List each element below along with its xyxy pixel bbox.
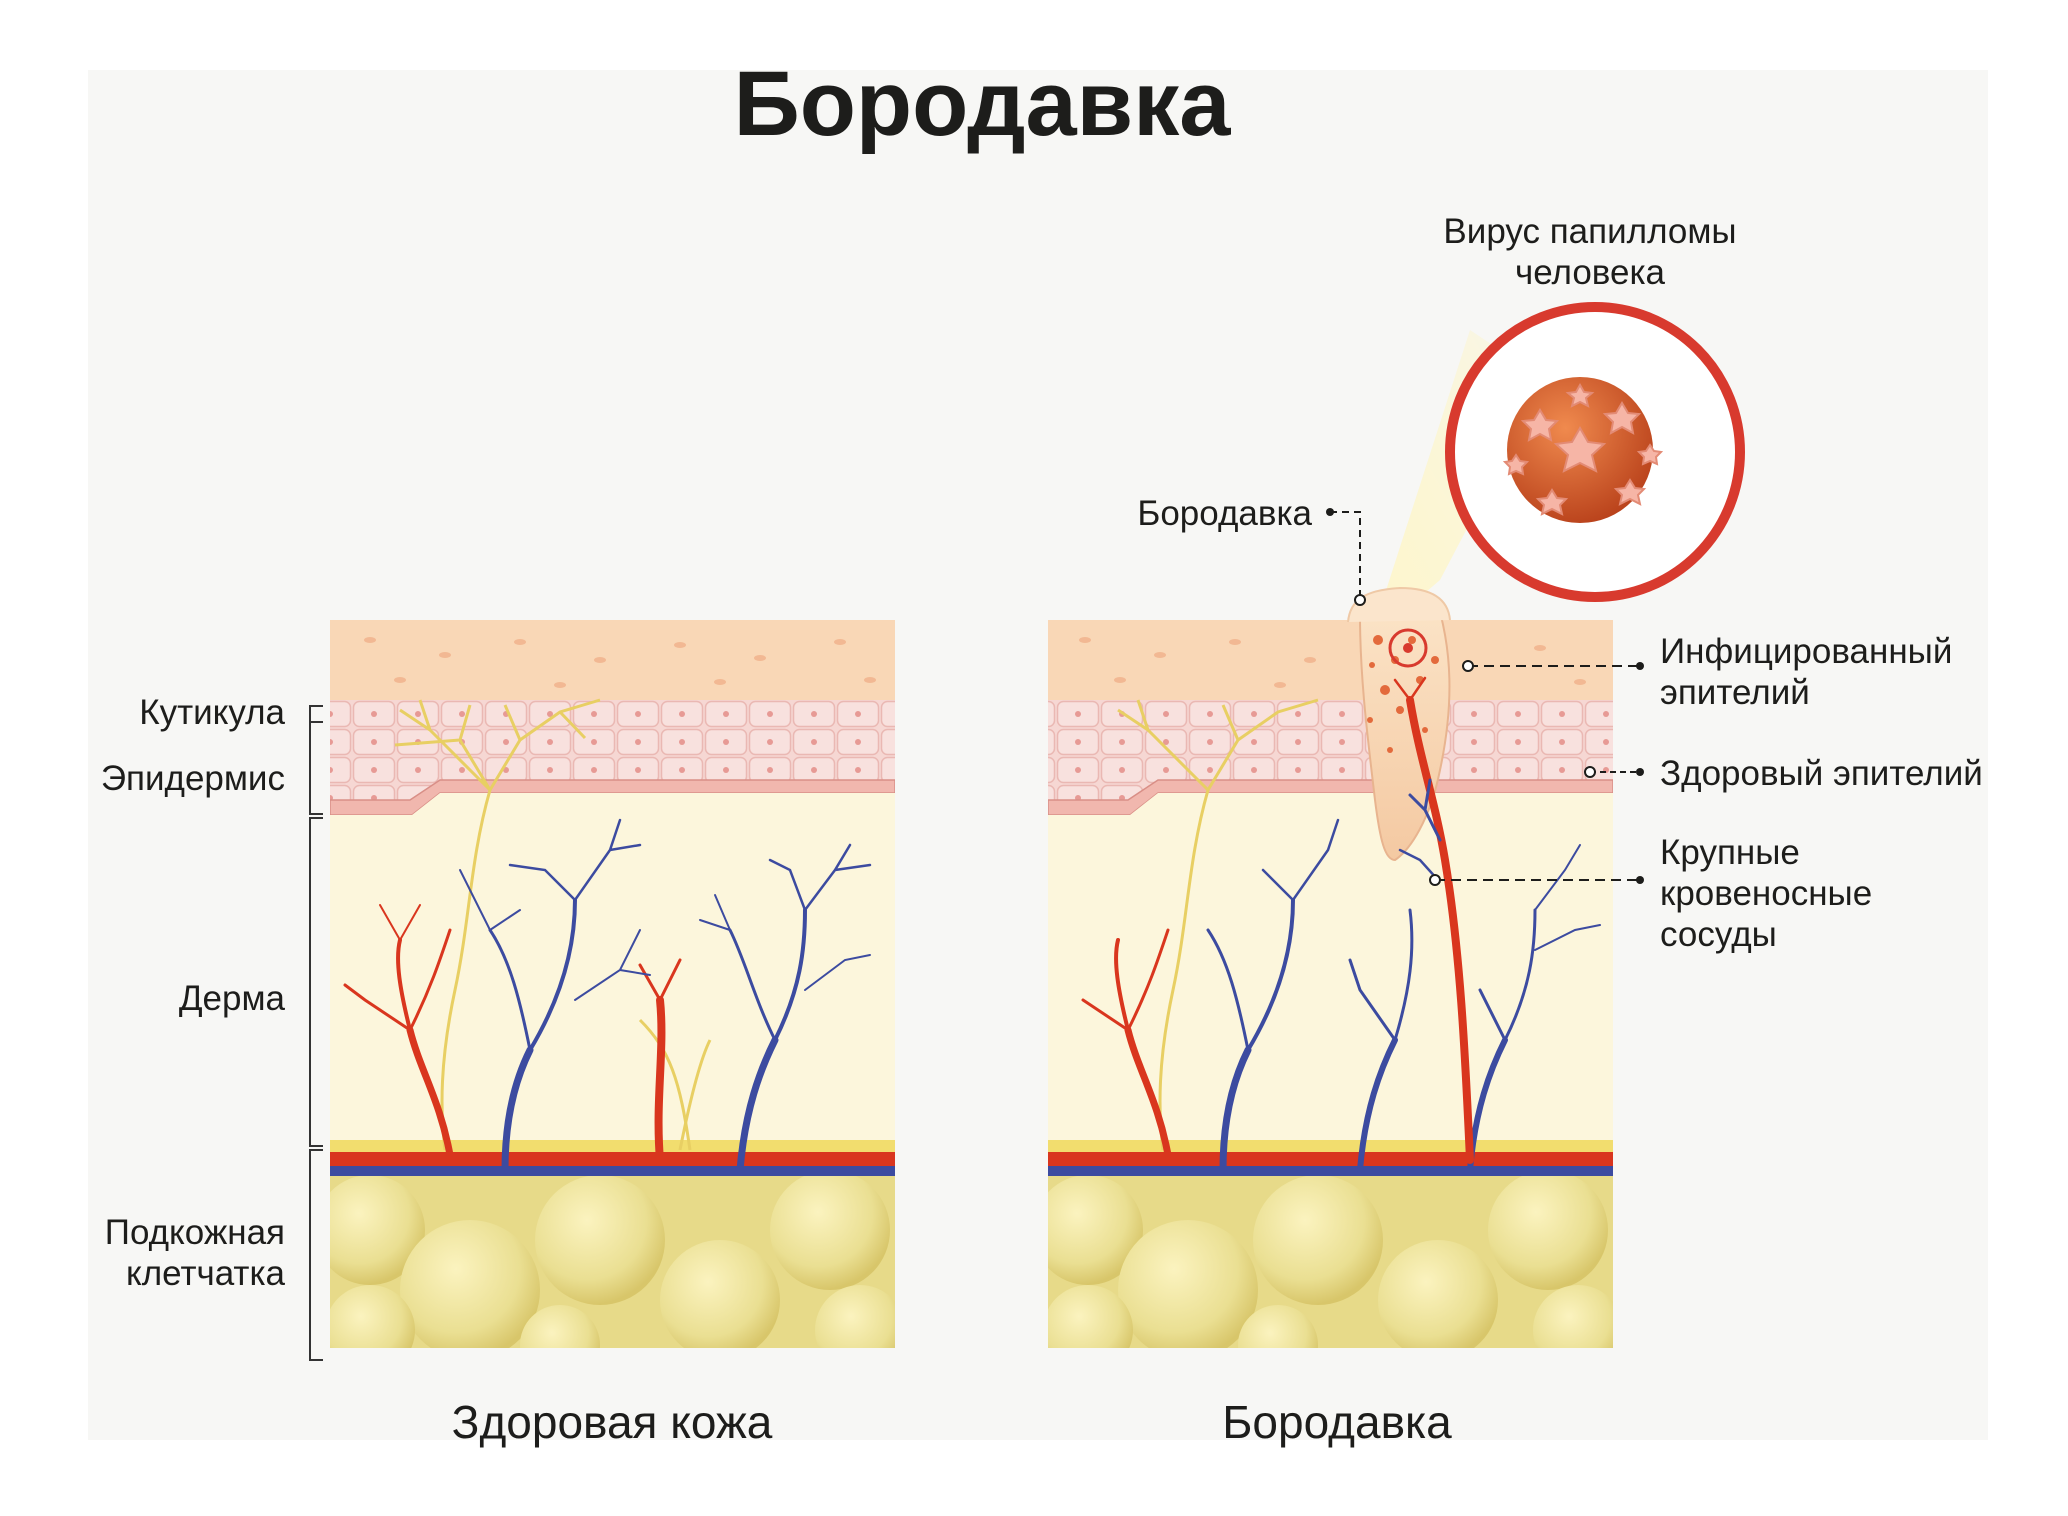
infected-cells [1367, 635, 1439, 753]
artery-band-right [1048, 1152, 1613, 1166]
wart-skin-panel [1048, 302, 1745, 1348]
cuticle-layer-right [1048, 620, 1613, 700]
infected-cell-core [1403, 643, 1413, 653]
artery-band [330, 1152, 895, 1166]
cuticle-label: Кутикула [139, 693, 285, 732]
vessels-callout-anchor [1429, 874, 1441, 886]
subcutis-label-line1: Подкожная [105, 1213, 285, 1252]
healthy-callout-anchor [1584, 766, 1596, 778]
dermis-layer [330, 793, 895, 1150]
page-title: Бородавка [734, 53, 1232, 155]
vessels-callout-dot [1636, 876, 1644, 884]
healthy-skin-caption: Здоровая кожа [452, 1396, 773, 1448]
arteries-right [1081, 928, 1172, 1159]
healthy-skin-panel [330, 620, 895, 1348]
vessels-label-line1: Крупные [1660, 833, 1800, 872]
nerve-fiber [394, 698, 601, 1151]
cuticle-layer [330, 620, 895, 700]
virus-label-line2: человека [1515, 253, 1666, 292]
virus-capsomeres [1502, 382, 1664, 516]
fat-cells [330, 1170, 895, 1348]
cuticle-dots [364, 637, 876, 688]
nerve-fiber-right [1117, 698, 1319, 1151]
dermis-label: Дерма [179, 979, 286, 1018]
infected-label-line1: Инфицированный [1660, 632, 1952, 671]
vessels-label-line2: кровеносные [1660, 874, 1872, 913]
wart-callout-anchor [1354, 594, 1366, 606]
cuticle-dots-right [1079, 637, 1586, 688]
nerve-band-right [1048, 1140, 1613, 1152]
subcutis-label-line2: клетчатка [126, 1254, 286, 1293]
vessels-label-line3: сосуды [1660, 915, 1777, 954]
wart-caption: Бородавка [1222, 1396, 1452, 1448]
nerve-band [330, 1140, 895, 1152]
wart-vessels [1393, 676, 1474, 1164]
vein-band [330, 1166, 895, 1176]
infected-callout-dot [1636, 662, 1644, 670]
infected-callout-anchor [1462, 660, 1474, 672]
veins [459, 818, 872, 1174]
wart-callout-line [1330, 511, 1361, 598]
infected-cell-highlight [1388, 628, 1428, 668]
arteries [343, 904, 682, 1164]
layer-brackets [309, 705, 323, 1361]
wart-cap [1347, 586, 1451, 623]
healthy-callout-dot [1636, 768, 1644, 776]
infected-label-line2: эпителий [1660, 673, 1810, 712]
fat-cells-right [1048, 1170, 1613, 1348]
nerve-fiber-2 [638, 1018, 712, 1151]
vein-band-right [1048, 1166, 1613, 1176]
epidermis-label: Эпидермис [101, 759, 285, 798]
wart-callout-dot [1326, 508, 1334, 516]
healthy-label: Здоровый эпителий [1660, 754, 1983, 793]
virus-label-line1: Вирус папилломы [1443, 212, 1736, 251]
wart-label: Бородавка [1137, 494, 1312, 533]
